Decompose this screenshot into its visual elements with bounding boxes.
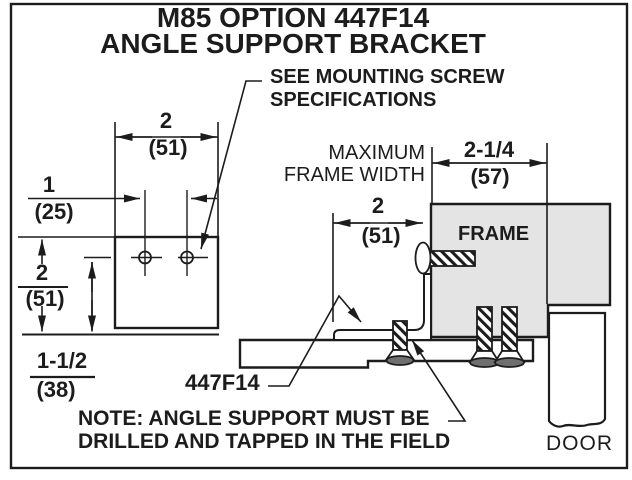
frame-screw-vertical-2 — [493, 306, 526, 368]
dim-hole-to-bottom-mm: (38) — [36, 377, 76, 402]
door-section — [547, 311, 607, 428]
frame-screw-horizontal — [414, 241, 476, 275]
frame-label: FRAME — [458, 223, 530, 245]
leader-mounting-screw — [200, 80, 262, 250]
dim-bracket-height-in: 2 — [35, 260, 49, 285]
door-label: DOOR — [546, 432, 613, 455]
field-note-line1: NOTE: ANGLE SUPPORT MUST BE — [78, 407, 430, 430]
max-frame-width-label-line2: FRAME WIDTH — [283, 164, 425, 186]
dim-bracket-projection-mm: (51) — [361, 223, 401, 248]
dim-max-frame-width-in: 2-1/4 — [463, 137, 515, 162]
angle-bracket-profile — [333, 273, 432, 341]
leader-field-note — [411, 339, 467, 422]
screw-shaft — [429, 250, 476, 267]
dim-max-frame-width-mm: (57) — [470, 164, 510, 189]
dim-bracket-height — [18, 239, 68, 332]
part-number-label: 447F14 — [185, 370, 260, 395]
mounting-hole-left — [138, 250, 152, 265]
mounting-hole-right — [180, 250, 194, 265]
page-title-line2: ANGLE SUPPORT BRACKET — [100, 28, 486, 59]
bracket-plate — [113, 235, 220, 330]
dim-hole-spacing-mm: (25) — [34, 199, 74, 224]
max-frame-width-label-line1: MAXIMUM — [328, 142, 425, 164]
field-note-line2: DRILLED AND TAPPED IN THE FIELD — [78, 430, 451, 453]
dim-hole-to-bottom-in: 1-1/2 — [36, 348, 88, 373]
field-screw — [384, 320, 416, 366]
leader-part-number — [268, 294, 362, 387]
dim-bracket-projection — [332, 213, 423, 322]
frame-screw-vertical-1 — [468, 306, 501, 368]
support-bar — [238, 338, 535, 369]
dim-hole-spacing-in: 1 — [42, 172, 56, 197]
dim-bracket-width — [114, 122, 219, 236]
dim-hole-to-bottom — [30, 262, 96, 379]
mounting-screw-note-line1: SEE MOUNTING SCREW — [270, 66, 505, 88]
mounting-screw-note-line2: SPECIFICATIONS — [270, 89, 437, 111]
dim-bracket-width-mm: (51) — [148, 135, 188, 160]
dim-bracket-projection-in: 2 — [371, 193, 385, 218]
dim-bracket-height-mm: (51) — [25, 286, 65, 311]
page-title-line1: M85 OPTION 447F14 — [156, 2, 430, 33]
screw-head — [414, 241, 432, 275]
dim-bracket-width-in: 2 — [159, 108, 173, 133]
drawing-border — [9, 2, 629, 470]
